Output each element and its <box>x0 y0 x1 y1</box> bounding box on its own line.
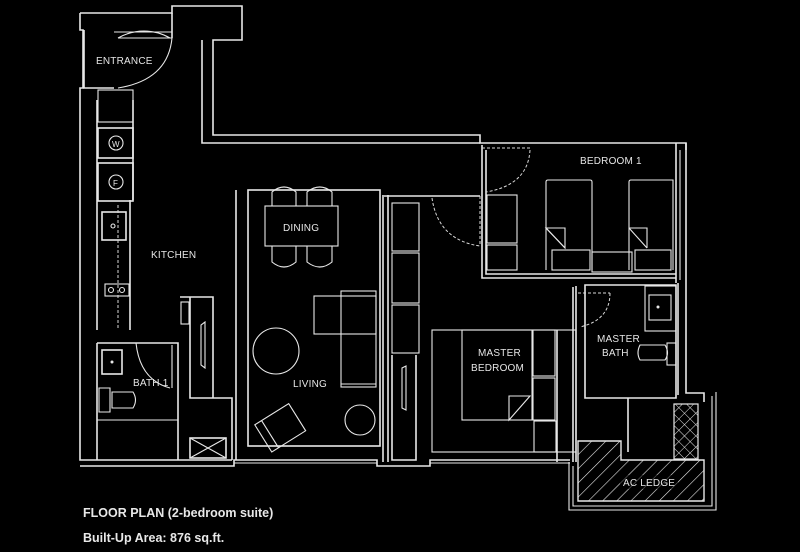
room-label-master-bath-1: MASTER <box>597 334 640 345</box>
bedroom1-bed-left <box>545 179 593 270</box>
living-dining-area: DINING LIVING <box>235 186 381 460</box>
bath1-toilet <box>111 391 137 409</box>
washer <box>97 127 134 159</box>
washer-icon: W <box>112 140 120 149</box>
outer-walls <box>79 5 705 467</box>
dining-chairs <box>271 186 333 268</box>
room-label-bedroom1: BEDROOM 1 <box>580 156 642 167</box>
kitchen-area: W F KITCHEN <box>96 89 196 330</box>
room-label-master-bedroom-1: MASTER <box>478 348 521 359</box>
master-bedroom-area: MASTER BEDROOM <box>431 286 577 462</box>
entrance-area: ENTRANCE <box>83 30 173 89</box>
bedroom1-area: BEDROOM 1 <box>481 145 676 279</box>
plan-title: FLOOR PLAN (2-bedroom suite) <box>83 506 274 520</box>
bath1-area: BATH 1 <box>96 342 179 460</box>
room-label-bath1: BATH 1 <box>133 378 169 389</box>
master-bath-area: MASTER BATH <box>572 284 677 462</box>
kitchen-sink <box>101 211 127 241</box>
ac-ledge: AC LEDGE <box>568 392 717 511</box>
built-up-area: Built-Up Area: 876 sq.ft. <box>83 531 225 545</box>
room-label-kitchen: KITCHEN <box>151 250 196 261</box>
sofa-chaise <box>313 295 377 335</box>
room-label-living: LIVING <box>293 379 327 390</box>
side-table <box>344 404 376 436</box>
fridge-icon: F <box>113 179 118 188</box>
master-bath-toilet <box>637 344 669 361</box>
master-bath-basin <box>648 294 672 321</box>
fridge <box>97 162 134 202</box>
corridor-wardrobes <box>382 195 481 462</box>
bath1-basin <box>101 349 123 375</box>
coffee-table <box>252 327 300 375</box>
master-bed <box>461 329 533 421</box>
dining-table <box>264 205 339 247</box>
room-label-master-bedroom-2: BEDROOM <box>471 363 524 374</box>
bedroom1-bed-right <box>628 179 674 270</box>
cabinet-shaft <box>180 296 233 460</box>
room-label-dining: DINING <box>283 223 319 234</box>
sofa <box>340 290 377 388</box>
room-label-master-bath-2: BATH <box>602 348 629 359</box>
cooktop <box>104 283 130 297</box>
room-label-entrance: ENTRANCE <box>96 56 153 67</box>
service-shaft <box>189 437 227 459</box>
armchair <box>254 402 307 453</box>
room-label-ac-ledge: AC LEDGE <box>623 478 675 489</box>
